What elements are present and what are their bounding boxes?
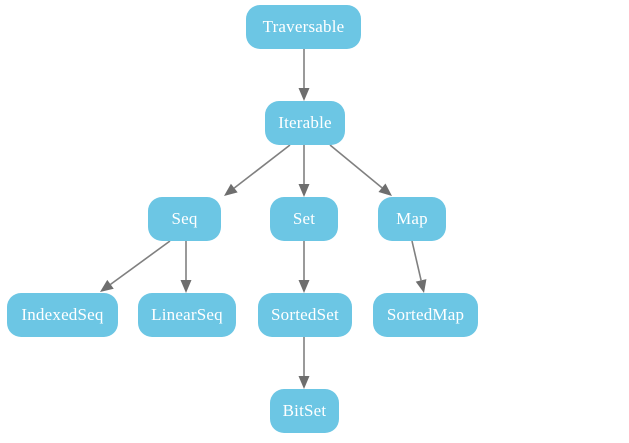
node-label: SortedMap: [386, 305, 465, 324]
edge-iterable-to-set: [298, 145, 310, 197]
node-label: IndexedSeq: [21, 305, 104, 324]
node-indexedseq[interactable]: IndexedSeq: [7, 293, 118, 337]
arrowhead-icon: [298, 184, 310, 197]
edge-line: [411, 240, 422, 281]
node-label: BitSet: [282, 401, 327, 420]
node-iterable[interactable]: Iterable: [265, 101, 345, 145]
arrowhead-icon: [224, 183, 238, 196]
arrowhead-icon: [100, 279, 114, 292]
arrowhead-icon: [378, 183, 392, 196]
node-label: Seq: [171, 209, 198, 228]
node-sortedset[interactable]: SortedSet: [258, 293, 352, 337]
node-traversable[interactable]: Traversable: [246, 5, 361, 49]
node-label: SortedSet: [271, 305, 339, 324]
arrowhead-icon: [298, 88, 310, 101]
arrowhead-icon: [298, 376, 310, 389]
edge-seq-to-indexedseq: [100, 240, 171, 292]
node-label: Set: [292, 209, 316, 228]
node-seq[interactable]: Seq: [148, 197, 221, 241]
edge-iterable-to-map: [329, 144, 392, 196]
node-sortedmap[interactable]: SortedMap: [373, 293, 478, 337]
arrowhead-icon: [298, 280, 310, 293]
node-label: Map: [396, 209, 428, 228]
edge-line: [110, 240, 171, 285]
arrowhead-icon: [415, 279, 427, 293]
edge-traversable-to-iterable: [298, 49, 310, 101]
node-bitset[interactable]: BitSet: [270, 389, 339, 433]
node-map[interactable]: Map: [378, 197, 446, 241]
edge-sortedset-to-bitset: [298, 337, 310, 389]
edge-iterable-to-seq: [224, 144, 291, 196]
edge-line: [329, 144, 383, 189]
node-linearseq[interactable]: LinearSeq: [138, 293, 236, 337]
edge-map-to-sortedmap: [411, 240, 427, 293]
node-label: Traversable: [262, 17, 345, 36]
node-label: LinearSeq: [151, 305, 223, 324]
edge-seq-to-linearseq: [180, 241, 192, 293]
node-set[interactable]: Set: [270, 197, 338, 241]
node-label: Iterable: [278, 113, 332, 132]
edge-line: [233, 144, 291, 189]
edge-set-to-sortedset: [298, 241, 310, 293]
arrowhead-icon: [180, 280, 192, 293]
